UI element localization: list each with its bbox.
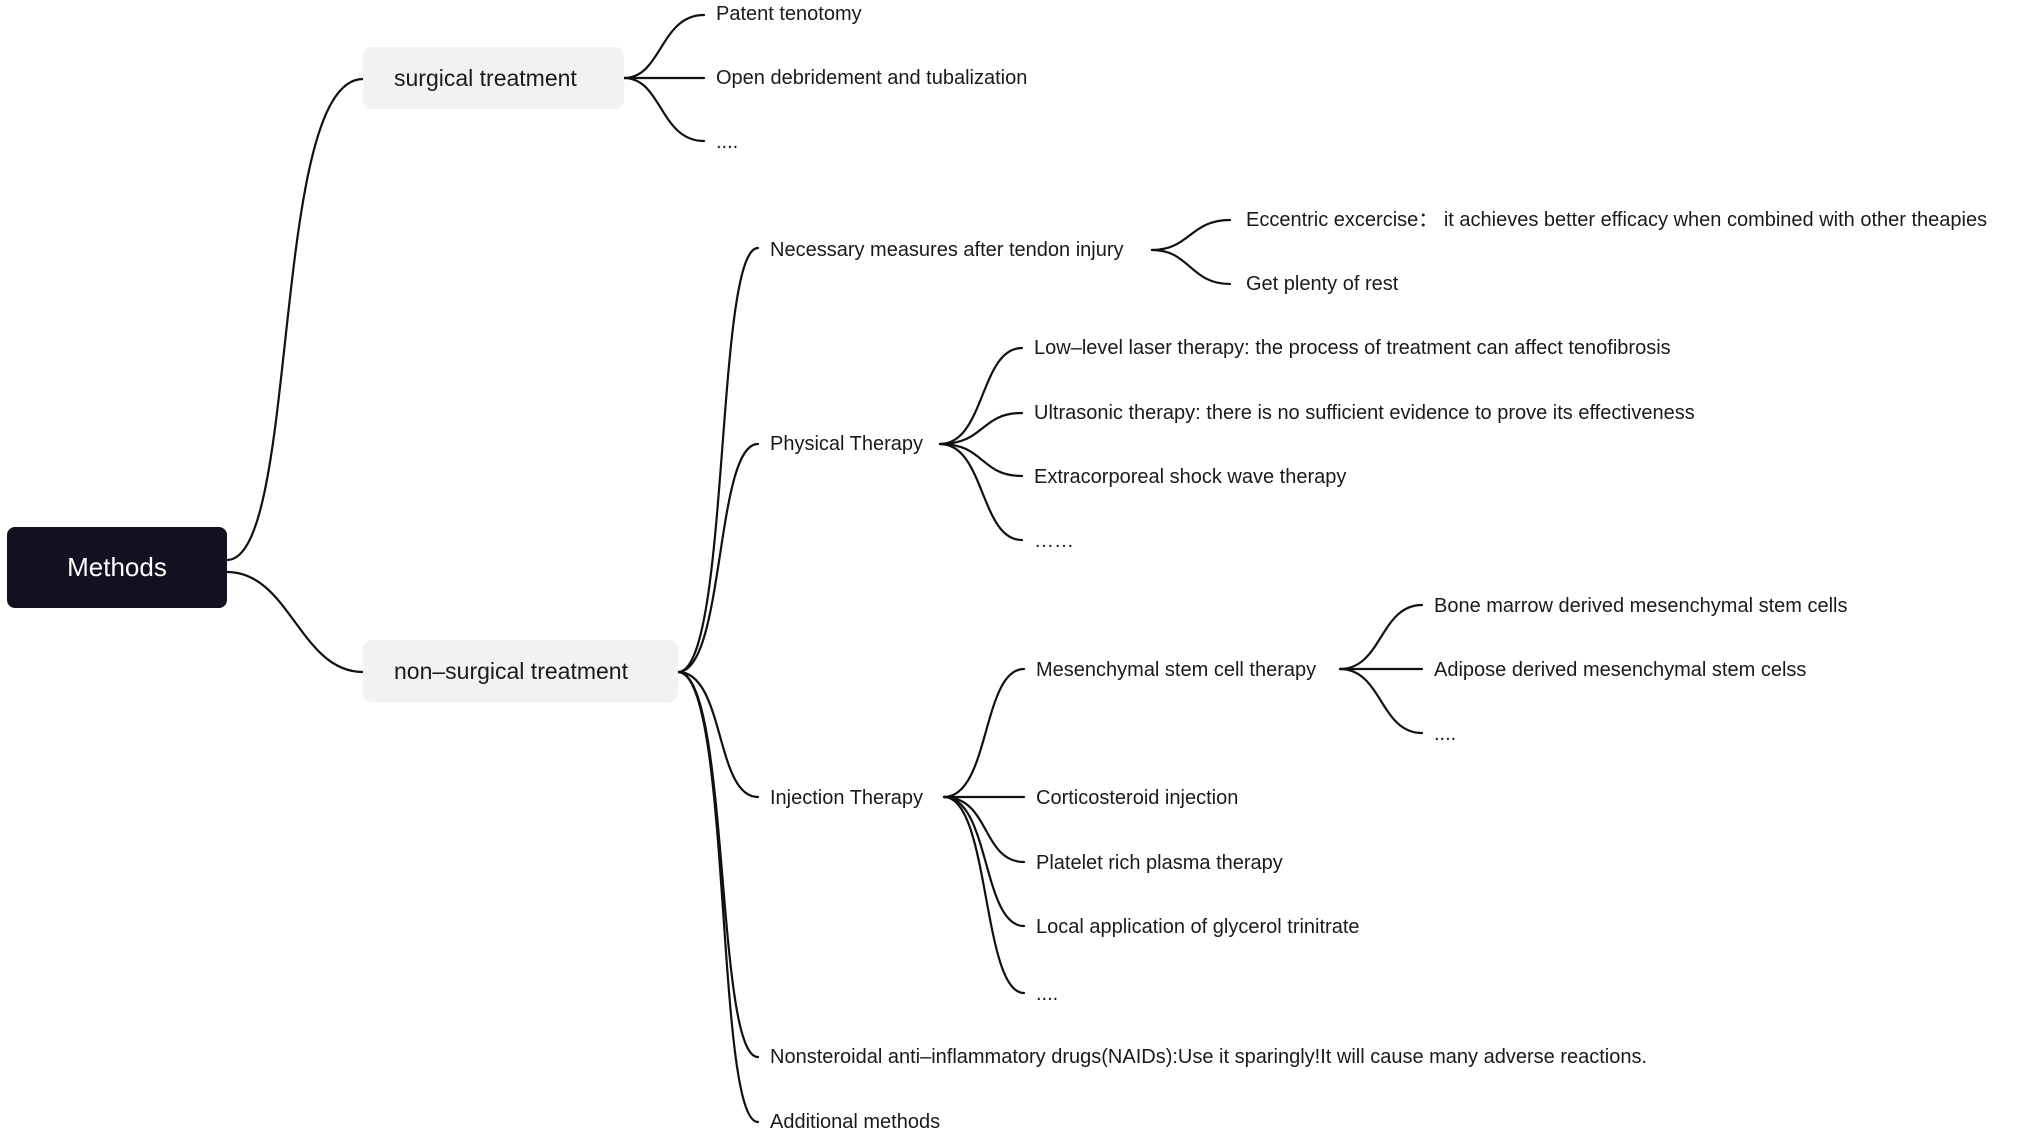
node-injection-therapy[interactable]: Injection Therapy <box>770 787 924 809</box>
branch-non-surgical-treatment[interactable]: non–surgical treatment <box>363 640 678 702</box>
link-ns-5 <box>676 670 760 1124</box>
link-root-surgical <box>225 77 365 562</box>
link-ns-2 <box>676 442 760 674</box>
node-necessary-measures[interactable]: Necessary measures after tendon injury <box>770 239 1124 261</box>
node-low-level-laser[interactable]: Low–level laser therapy: the process of … <box>1034 337 1671 359</box>
node-nsaids[interactable]: Nonsteroidal anti–inflammatory drugs(NAI… <box>770 1046 1648 1068</box>
node-corticosteroid[interactable]: Corticosteroid injection <box>1036 787 1239 809</box>
node-patent-tenotomy[interactable]: Patent tenotomy <box>716 3 862 25</box>
link-root-nonsurgical <box>225 570 365 674</box>
link-ns-1 <box>676 246 760 674</box>
link-surgical-1 <box>622 13 706 80</box>
link-it-1 <box>942 667 1026 799</box>
link-pt-4 <box>938 442 1024 542</box>
node-injection-ellipsis[interactable]: .... <box>1036 983 1059 1005</box>
node-ultrasonic-therapy[interactable]: Ultrasonic therapy: there is no sufficie… <box>1034 402 1695 424</box>
link-it-5 <box>942 795 1026 995</box>
node-get-plenty-of-rest[interactable]: Get plenty of rest <box>1246 273 1399 295</box>
node-open-debridement[interactable]: Open debridement and tubalization <box>716 67 1028 89</box>
link-ns-3 <box>676 670 760 799</box>
link-nm-2 <box>1150 248 1232 286</box>
node-surgical-ellipsis[interactable]: .... <box>716 131 739 153</box>
link-it-4 <box>942 795 1026 928</box>
link-pt-2 <box>938 411 1024 446</box>
branch-surgical-treatment[interactable]: surgical treatment <box>363 47 624 109</box>
link-nm-1 <box>1150 218 1232 252</box>
node-shock-wave[interactable]: Extracorporeal shock wave therapy <box>1034 466 1347 488</box>
root-label: Methods <box>67 552 167 582</box>
link-it-3 <box>942 795 1026 864</box>
link-surgical-3 <box>622 76 706 143</box>
link-pt-3 <box>938 442 1024 478</box>
node-msc-ellipsis[interactable]: .... <box>1434 723 1457 745</box>
node-adipose-msc[interactable]: Adipose derived mesenchymal stem celss <box>1434 659 1807 681</box>
node-physical-therapy[interactable]: Physical Therapy <box>770 433 924 455</box>
node-bone-marrow-msc[interactable]: Bone marrow derived mesenchymal stem cel… <box>1434 595 1848 617</box>
root-node[interactable] <box>7 527 227 608</box>
branch-label: non–surgical treatment <box>394 657 628 684</box>
node-glycerol-trinitrate[interactable]: Local application of glycerol trinitrate <box>1036 916 1360 938</box>
node-eccentric-exercise[interactable]: Eccentric excercise： it achieves better … <box>1246 209 1988 231</box>
node-platelet-rich-plasma[interactable]: Platelet rich plasma therapy <box>1036 852 1283 874</box>
link-msc-1 <box>1338 603 1424 671</box>
branch-label: surgical treatment <box>394 64 577 91</box>
link-msc-3 <box>1338 667 1424 735</box>
link-pt-1 <box>938 346 1024 446</box>
node-additional-methods[interactable]: Additional methods <box>770 1111 941 1133</box>
node-mesenchymal-stem-cell[interactable]: Mesenchymal stem cell therapy <box>1036 659 1317 681</box>
node-physical-ellipsis[interactable]: …… <box>1034 530 1074 552</box>
